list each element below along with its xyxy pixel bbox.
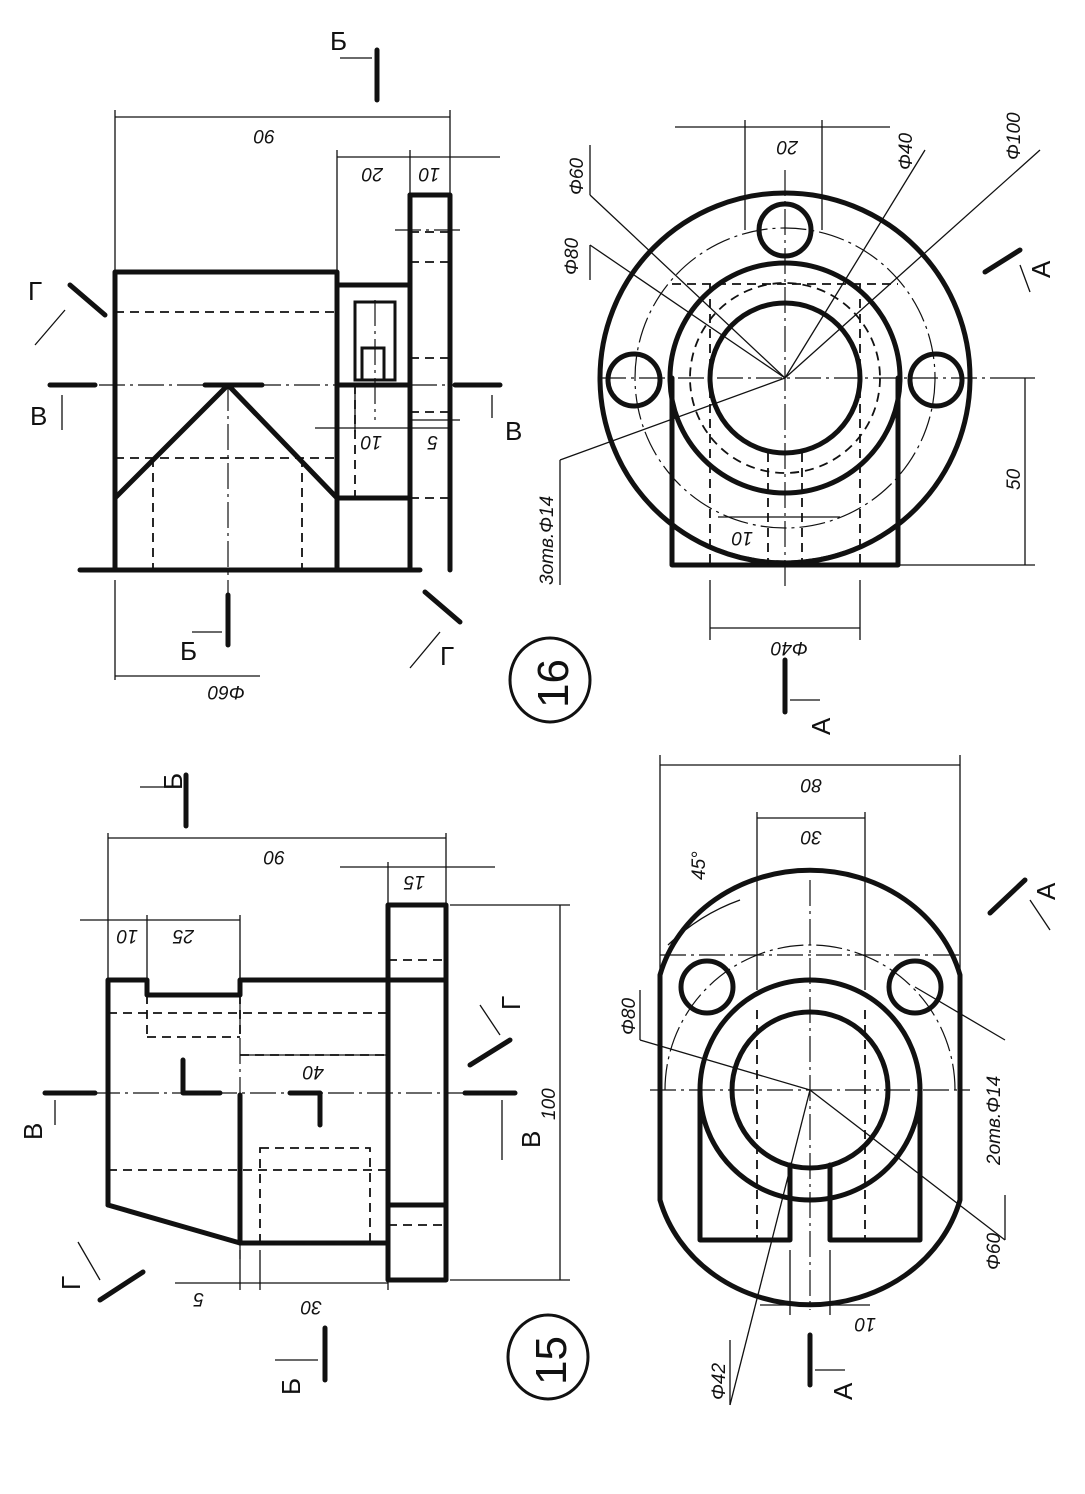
v16-number-badge: 16 <box>508 636 592 724</box>
v15-dim-bore: 40 <box>302 1061 324 1082</box>
v15-section-a-bottom: А <box>828 1382 858 1400</box>
v16-dim-inner: Φ60 <box>567 158 588 195</box>
v16-front-dimensions <box>114 110 500 680</box>
v15-dim-angle: 45° <box>689 851 710 880</box>
v16-dim-diameter: Φ60 <box>208 681 245 702</box>
v16-dim-holes: 3отв.Φ14 <box>537 496 558 585</box>
v16-dim-span: 20 <box>776 136 799 157</box>
v15-section-a-right: А <box>1031 882 1061 900</box>
v16-section-a-bottom: А <box>806 717 836 735</box>
v16-front-hidden <box>115 231 450 570</box>
v16-dim-rect-depth: 20 <box>361 163 384 184</box>
v15-top-hidden <box>756 1010 866 1240</box>
v16-section-v-right: В <box>505 416 522 446</box>
v16-dim-slot: 10 <box>360 431 382 452</box>
v16-dim-outer: Φ100 <box>1004 112 1025 160</box>
v15-dim-overall: 90 <box>263 846 285 867</box>
v16-front-outline <box>47 192 503 573</box>
v15-dim-step: 5 <box>193 1288 204 1309</box>
v15-dim-holes-span: 30 <box>800 826 822 847</box>
v16-dim-bore: Φ40 <box>896 133 917 170</box>
v15-dim-boss: 30 <box>300 1296 322 1317</box>
v15-section-v-left: В <box>18 1123 48 1140</box>
v15-dim-holes: 2отв.Φ14 <box>984 1076 1005 1166</box>
v16-section-b-top: Б <box>330 26 347 56</box>
v15-section-g-bottom: Г <box>56 1276 86 1290</box>
v15-front-axes <box>55 960 505 1260</box>
v15-number-badge: 15 <box>506 1313 590 1401</box>
v15-dim-bore: Φ42 <box>709 1363 730 1400</box>
v16-front-view: 90 20 10 10 5 Φ60 Б Б В В Г Г <box>28 26 522 702</box>
v16-dim-base: Φ40 <box>771 637 808 658</box>
v15-dim-height: 100 <box>539 1088 560 1120</box>
v16-section-b-bottom: Б <box>180 636 197 666</box>
v16-front-section-marks: Б Б В В Г Г <box>28 26 522 671</box>
v16-section-a-right: А <box>1026 260 1056 278</box>
v15-section-g-top: Г <box>496 996 526 1010</box>
v15-section-b-top: Б <box>158 773 188 790</box>
v16-section-g-bottom: Г <box>440 641 454 671</box>
v15-dim-slot: 10 <box>854 1313 876 1334</box>
v16-dim-step: 5 <box>427 431 438 452</box>
v15-dim-bolt-circle: Φ60 <box>984 1233 1005 1270</box>
v15-number: 15 <box>527 1336 576 1385</box>
v16-top-dimensions <box>559 120 1041 640</box>
v16-number: 16 <box>529 659 578 708</box>
v16-section-v-left: В <box>30 401 47 431</box>
v16-dim-overall: 90 <box>253 125 275 146</box>
v15-front-hidden <box>108 959 446 1244</box>
v15-dim-slot-width: 25 <box>172 925 195 946</box>
v16-top-axes <box>600 170 1000 590</box>
v15-top-section-marks: А А <box>807 877 1061 1400</box>
v15-top-view: 80 30 45° Φ80 Φ42 Φ60 2отв.Φ14 10 А А <box>619 755 1061 1406</box>
v15-section-v-right: В <box>516 1131 546 1148</box>
v16-dim-height: 50 <box>1004 468 1025 490</box>
v15-front-view: 90 15 10 25 40 100 5 30 Б Б В В Г Г 15 <box>18 772 590 1401</box>
v16-section-g-top: Г <box>28 276 42 306</box>
v16-dim-boss: Φ80 <box>562 238 583 275</box>
v15-dim-overall: 80 <box>800 774 822 795</box>
v15-section-b-bottom: Б <box>276 1378 306 1395</box>
v15-front-section-marks: Б Б В В Г Г <box>18 772 546 1395</box>
v15-dim-outer: Φ80 <box>619 998 640 1035</box>
v15-dim-slot-left: 10 <box>116 925 138 946</box>
v15-front-dimensions <box>80 833 570 1290</box>
v16-dim-slot-top: 10 <box>731 527 753 548</box>
v16-front-axes <box>60 229 490 600</box>
v15-top-dimensions <box>639 755 1006 1406</box>
v16-top-view: 20 Φ40 Φ100 Φ60 Φ80 3отв.Φ14 50 10 Φ40 А… <box>508 112 1056 735</box>
v15-dim-flange: 15 <box>403 871 425 892</box>
v16-top-section-marks: А А <box>782 247 1056 735</box>
v16-dim-flange: 10 <box>418 163 440 184</box>
